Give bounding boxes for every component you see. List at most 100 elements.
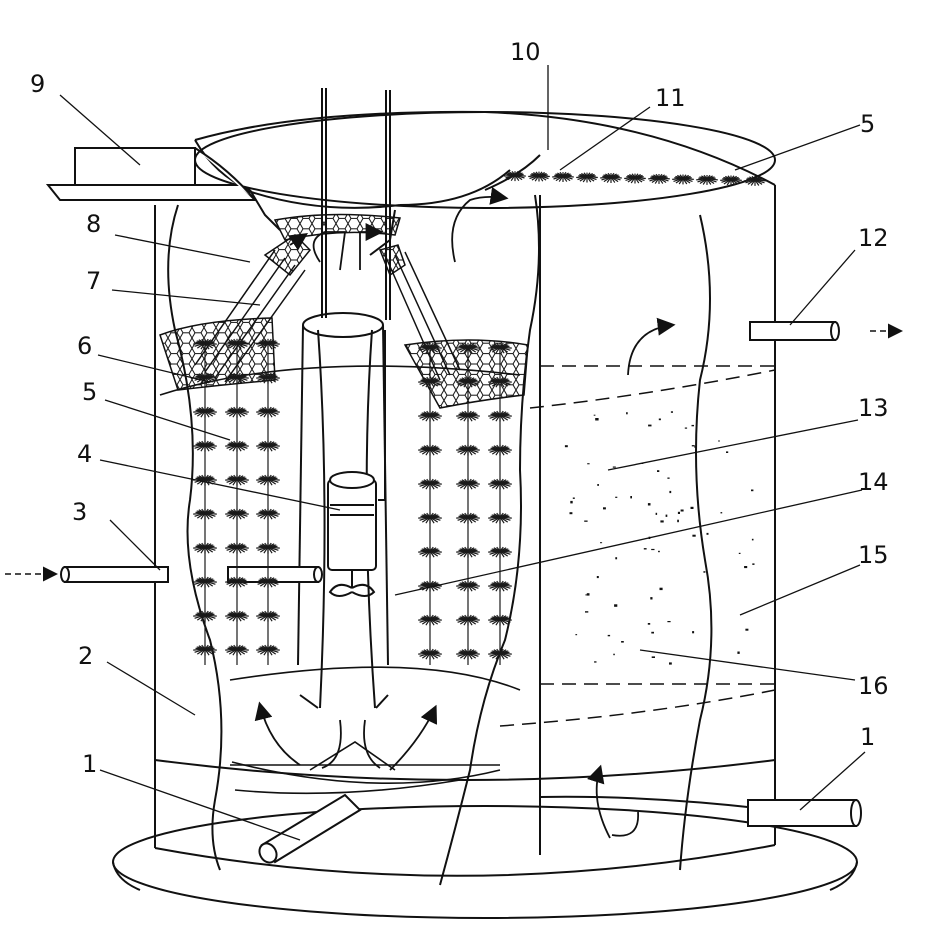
base-plate — [112, 805, 858, 919]
particle — [585, 611, 589, 613]
particle — [651, 548, 655, 551]
label-7: 7 — [86, 267, 101, 295]
particle — [594, 661, 597, 663]
particle — [651, 631, 654, 634]
label-14: 14 — [858, 468, 889, 496]
particle — [651, 656, 655, 658]
fiber-tuft — [193, 406, 217, 418]
label-1-left: 1 — [82, 750, 97, 778]
fiber-tuft — [456, 648, 480, 660]
fiber-tuft — [225, 372, 249, 384]
particle — [595, 418, 599, 421]
fiber-tuft — [488, 580, 512, 592]
label-12: 12 — [858, 224, 889, 252]
outer-tank — [154, 111, 776, 877]
impeller — [328, 583, 376, 597]
fiber-tuft — [418, 444, 442, 456]
fiber-tuft — [256, 576, 280, 588]
fiber-tuft — [488, 342, 512, 354]
particle — [650, 597, 653, 600]
fiber-tuft — [193, 508, 217, 520]
inlet-channel — [45, 147, 258, 201]
fiber-tuft — [193, 338, 217, 350]
particle — [643, 548, 647, 550]
particle — [691, 445, 695, 447]
particle — [659, 587, 663, 591]
fiber-tuft — [193, 542, 217, 554]
particle — [670, 411, 673, 413]
label-10: 10 — [510, 38, 541, 66]
fiber-tuft — [256, 474, 280, 486]
suspended-particles — [564, 411, 755, 665]
particle — [667, 477, 670, 479]
particle — [586, 593, 590, 596]
fiber-tuft — [193, 610, 217, 622]
label-2: 2 — [78, 642, 93, 670]
fiber-tuft — [456, 546, 480, 558]
fiber-tuft — [225, 644, 249, 656]
label-9: 9 — [30, 70, 45, 98]
fiber-tuft — [456, 444, 480, 456]
fiber-tuft — [193, 440, 217, 452]
label-3: 3 — [72, 498, 87, 526]
fiber-tuft — [225, 610, 249, 622]
draft-tube — [297, 312, 389, 709]
fiber-tuft — [528, 171, 550, 182]
fiber-tuft — [720, 175, 742, 186]
motor — [327, 471, 377, 588]
fiber-tuft — [648, 173, 670, 184]
fiber-tuft — [225, 508, 249, 520]
fiber-tuft — [256, 440, 280, 452]
fiber-tuft — [256, 610, 280, 622]
particle — [718, 440, 720, 442]
particle — [726, 451, 729, 453]
label-1-right: 1 — [860, 723, 875, 751]
fiber-tuft — [418, 342, 442, 354]
particle — [587, 463, 590, 465]
particle — [692, 534, 696, 537]
particle — [669, 662, 672, 665]
fiber-tuft — [488, 478, 512, 490]
particle — [677, 519, 679, 523]
particle — [657, 470, 660, 472]
label-13: 13 — [858, 394, 889, 422]
fiber-tuft — [456, 512, 480, 524]
fiber-tuft — [624, 173, 646, 184]
fiber-tuft — [672, 174, 694, 185]
fiber-tuft — [456, 614, 480, 626]
inlet-pipe — [60, 566, 323, 583]
particle — [613, 653, 615, 656]
label-16: 16 — [858, 672, 889, 700]
fiber-tuft — [456, 410, 480, 422]
particle — [615, 557, 618, 560]
fiber-tuft — [256, 338, 280, 350]
fiber-tuft — [418, 648, 442, 660]
particle — [630, 496, 632, 499]
fiber-tuft — [456, 342, 480, 354]
fiber-tuft — [256, 406, 280, 418]
fiber-tuft — [225, 338, 249, 350]
fiber-tuft — [488, 614, 512, 626]
fiber-tuft — [456, 478, 480, 490]
particle — [626, 412, 628, 415]
fiber-tuft — [193, 644, 217, 656]
fiber-tuft — [193, 576, 217, 588]
particle — [607, 634, 611, 637]
cutaway-edges — [167, 194, 713, 886]
fiber-tuft — [418, 376, 442, 388]
particle — [667, 621, 671, 623]
fiber-tuft — [552, 171, 574, 182]
particle — [575, 634, 578, 636]
particle — [744, 566, 748, 569]
fiber-tuft — [418, 478, 442, 490]
particle — [665, 514, 668, 517]
particle — [703, 571, 706, 573]
fiber-tuft — [456, 580, 480, 592]
particle — [570, 500, 573, 504]
leader-lines — [59, 65, 866, 841]
particle — [569, 512, 573, 515]
fiber-tuft — [225, 440, 249, 452]
particle — [597, 484, 599, 486]
fiber-tuft — [600, 172, 622, 183]
